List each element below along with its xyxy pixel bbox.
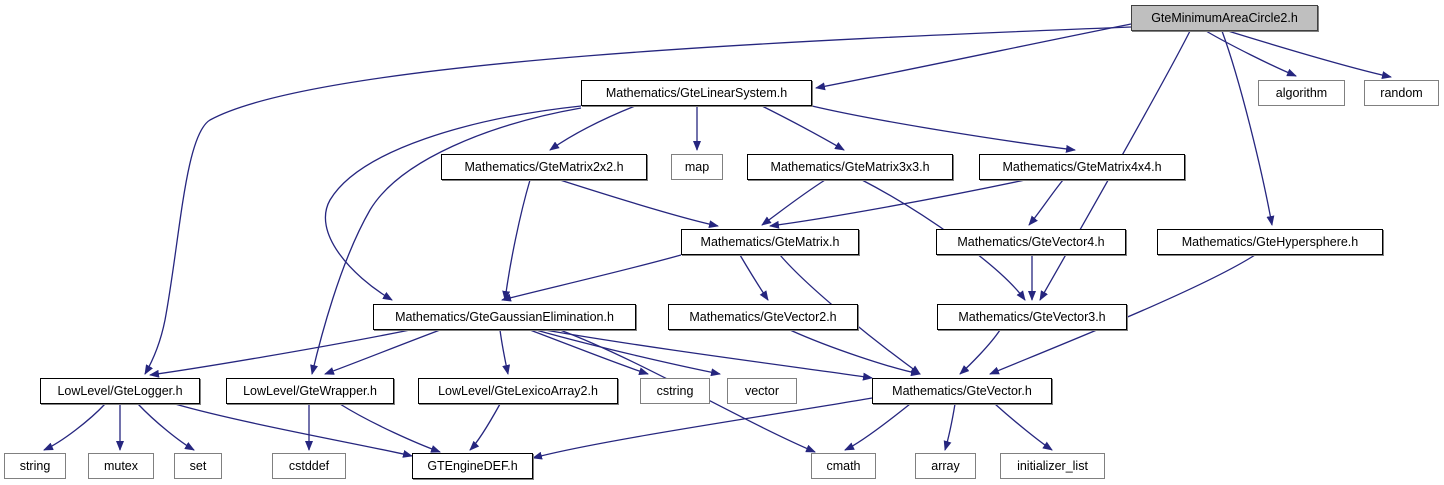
graph-node-mat2x2[interactable]: Mathematics/GteMatrix2x2.h [441, 154, 647, 180]
graph-edge-wrapper-to-gtengine [339, 403, 441, 453]
graph-node-label: cstring [656, 383, 694, 398]
graph-edge-vec3-to-vector_h [959, 329, 1001, 375]
graph-node-gauss[interactable]: Mathematics/GteGaussianElimination.h [373, 304, 636, 330]
graph-edge-gauss-to-vector [535, 329, 721, 377]
graph-node-hypersph[interactable]: Mathematics/GteHypersphere.h [1157, 229, 1383, 255]
graph-node-random[interactable]: random [1364, 80, 1439, 106]
graph-edge-matrix-to-vec2 [739, 254, 769, 301]
graph-edge-hypersph-to-vector_h [989, 254, 1256, 375]
graph-edge-lexico-to-gtengine [469, 403, 501, 451]
graph-edge-mat2x2-to-gauss [502, 179, 531, 301]
graph-node-label: Mathematics/GteMatrix2x2.h [464, 159, 624, 174]
graph-edge-gauss-to-logger [149, 329, 411, 378]
graph-node-label: vector [744, 383, 780, 398]
graph-node-lexico[interactable]: LowLevel/GteLexicoArray2.h [418, 378, 618, 404]
graph-edge-root-to-algorithm [1205, 30, 1297, 77]
graph-edge-vector_h-to-gtengine [532, 397, 873, 460]
graph-node-vec4[interactable]: Mathematics/GteVector4.h [936, 229, 1126, 255]
graph-node-string[interactable]: string [4, 453, 66, 479]
graph-node-vec3[interactable]: Mathematics/GteVector3.h [937, 304, 1127, 330]
graph-edge-linsys-to-mat4x4 [811, 105, 1076, 153]
graph-node-label: array [931, 458, 960, 473]
graph-edge-gauss-to-cstring [529, 329, 649, 376]
edge-group [43, 23, 1392, 460]
graph-node-label: Mathematics/GteLinearSystem.h [605, 85, 788, 100]
graph-node-label: LowLevel/GteWrapper.h [243, 383, 377, 398]
graph-edge-vector_h-to-cmath [844, 403, 911, 451]
graph-edge-linsys-to-mat3x3 [761, 105, 845, 151]
graph-edge-mat2x2-to-matrix [559, 179, 719, 229]
graph-node-label: algorithm [1275, 85, 1328, 100]
graph-edge-mat4x4-to-vec4 [1028, 179, 1064, 226]
graph-node-label: Mathematics/GteHypersphere.h [1181, 234, 1359, 249]
graph-node-label: Mathematics/GteVector.h [892, 383, 1032, 398]
graph-node-label: Mathematics/GteMatrix4x4.h [1002, 159, 1162, 174]
graph-node-label: Mathematics/GteVector2.h [689, 309, 837, 324]
graph-edge-gauss-to-vector_h [544, 329, 873, 381]
graph-node-label: GTEngineDEF.h [427, 458, 518, 473]
graph-edge-root-to-linsys [815, 23, 1132, 91]
graph-node-cmath[interactable]: cmath [811, 453, 876, 479]
graph-node-mat3x3[interactable]: Mathematics/GteMatrix3x3.h [747, 154, 953, 180]
graph-node-label: Mathematics/GteMatrix.h [700, 234, 840, 249]
graph-edge-root-to-logger [144, 26, 1132, 375]
graph-node-algorithm[interactable]: algorithm [1258, 80, 1345, 106]
graph-node-label: initializer_list [1017, 458, 1088, 473]
graph-node-label: LowLevel/GteLogger.h [57, 383, 183, 398]
graph-node-label: cmath [826, 458, 861, 473]
graph-edge-linsys-to-wrapper [310, 107, 582, 375]
graph-node-label: Mathematics/GteGaussianElimination.h [395, 309, 614, 324]
graph-node-wrapper[interactable]: LowLevel/GteWrapper.h [226, 378, 394, 404]
graph-node-logger[interactable]: LowLevel/GteLogger.h [40, 378, 200, 404]
graph-edge-gauss-to-lexico [499, 329, 511, 375]
graph-edge-root-to-random [1227, 30, 1392, 79]
graph-node-label: mutex [103, 458, 139, 473]
graph-edge-mat4x4-to-matrix [769, 179, 1026, 229]
graph-edge-matrix-to-gauss [501, 254, 682, 302]
graph-node-cstring[interactable]: cstring [640, 378, 710, 404]
graph-node-root[interactable]: GteMinimumAreaCircle2.h [1131, 5, 1318, 31]
graph-node-matrix[interactable]: Mathematics/GteMatrix.h [681, 229, 859, 255]
graph-edge-logger-to-set [137, 403, 195, 451]
graph-edge-logger-to-string [43, 403, 106, 451]
graph-node-set[interactable]: set [174, 453, 222, 479]
graph-node-label: set [189, 458, 207, 473]
graph-node-cstddef[interactable]: cstddef [272, 453, 346, 479]
graph-node-label: GteMinimumAreaCircle2.h [1151, 10, 1298, 25]
graph-node-mutex[interactable]: mutex [88, 453, 154, 479]
graph-node-initlist[interactable]: initializer_list [1000, 453, 1105, 479]
graph-node-label: Mathematics/GteVector4.h [957, 234, 1105, 249]
graph-node-gtengine[interactable]: GTEngineDEF.h [412, 453, 533, 479]
graph-node-mat4x4[interactable]: Mathematics/GteMatrix4x4.h [979, 154, 1185, 180]
graph-node-map[interactable]: map [671, 154, 723, 180]
graph-edge-vector_h-to-array [943, 403, 956, 451]
graph-node-vec2[interactable]: Mathematics/GteVector2.h [668, 304, 858, 330]
graph-node-label: Mathematics/GteMatrix3x3.h [770, 159, 930, 174]
graph-edge-vector_h-to-initlist [994, 403, 1053, 451]
graph-node-label: random [1380, 85, 1423, 100]
graph-node-array[interactable]: array [915, 453, 976, 479]
graph-node-label: Mathematics/GteVector3.h [958, 309, 1106, 324]
graph-node-label: cstddef [288, 458, 330, 473]
graph-edge-gauss-to-wrapper [324, 329, 441, 375]
graph-edge-linsys-to-mat2x2 [549, 105, 636, 151]
graph-node-label: string [19, 458, 51, 473]
graph-node-label: map [684, 159, 710, 174]
graph-edge-mat3x3-to-matrix [761, 179, 826, 226]
graph-edge-logger-to-gtengine [174, 403, 413, 458]
graph-node-vector_h[interactable]: Mathematics/GteVector.h [872, 378, 1052, 404]
graph-edge-linsys-to-gauss [324, 105, 582, 301]
graph-node-label: LowLevel/GteLexicoArray2.h [438, 383, 598, 398]
graph-edge-root-to-hypersph [1221, 30, 1275, 226]
graph-node-linsys[interactable]: Mathematics/GteLinearSystem.h [581, 80, 812, 106]
graph-edge-vec2-to-vector_h [789, 329, 921, 377]
graph-node-vector[interactable]: vector [727, 378, 797, 404]
